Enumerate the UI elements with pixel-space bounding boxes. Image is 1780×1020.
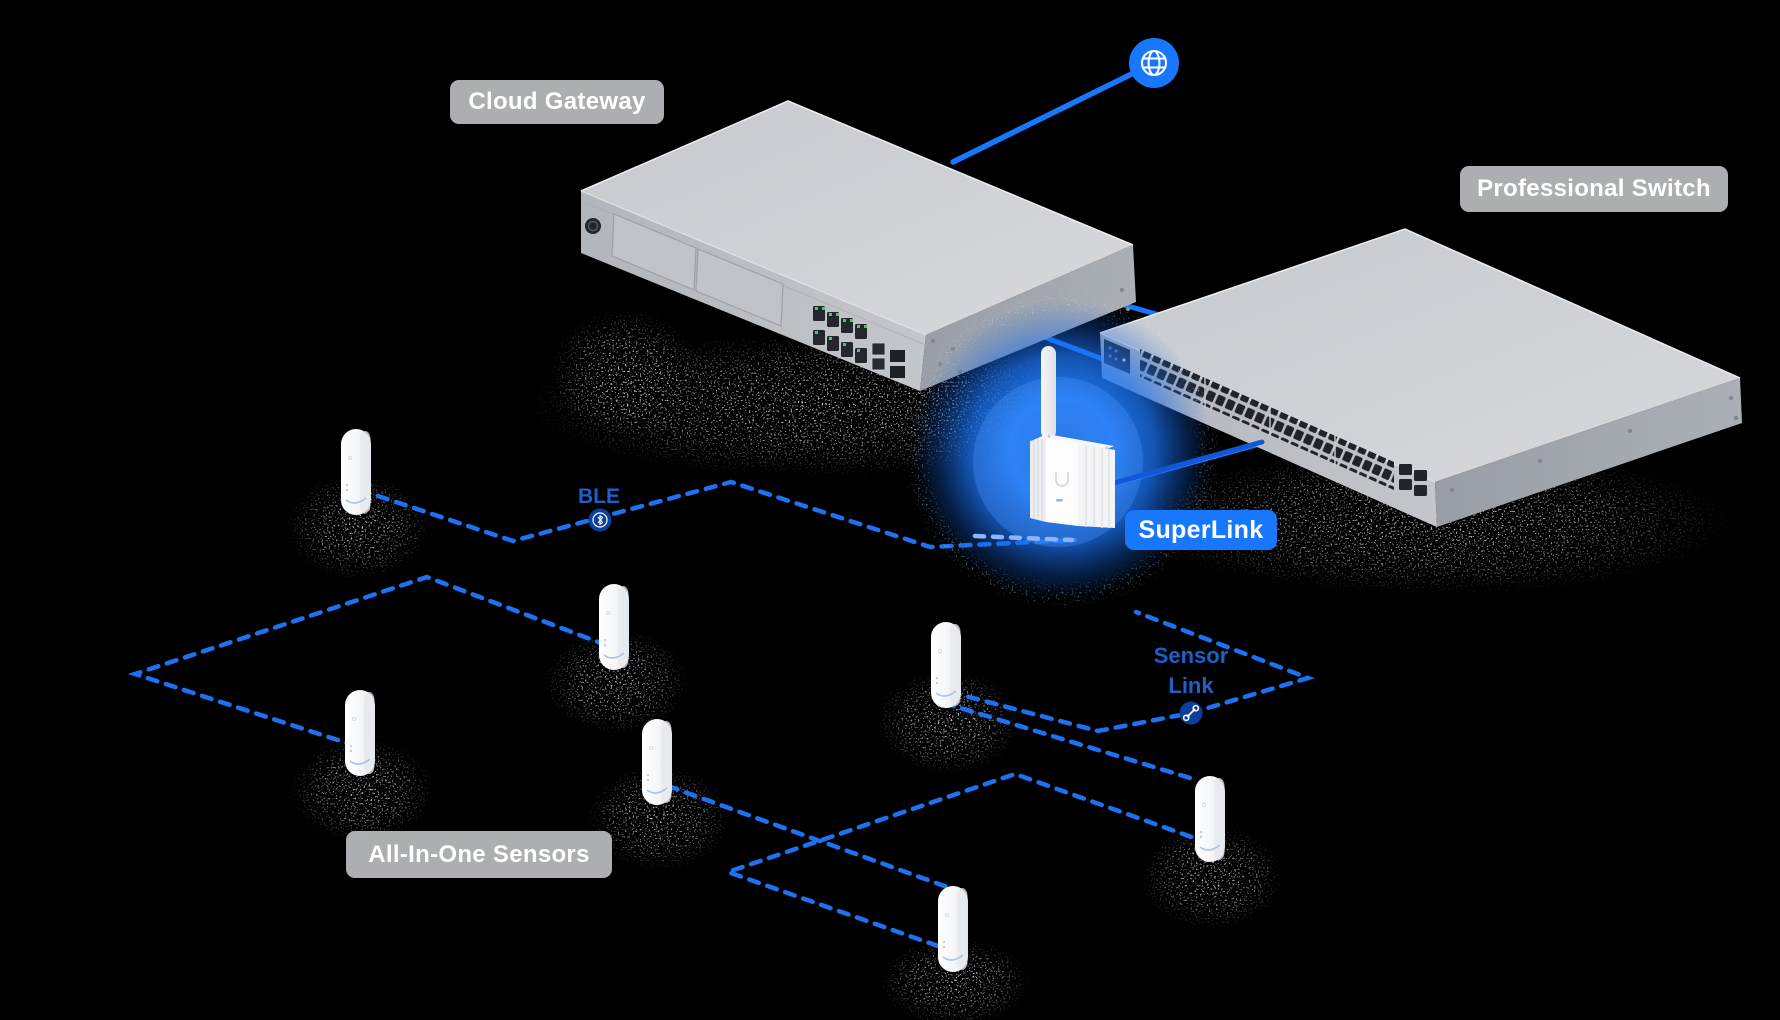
professional-switch-label-text: Professional Switch <box>1477 175 1711 202</box>
sensor-device-2 <box>598 583 630 671</box>
cloud-gateway-label-text: Cloud Gateway <box>468 88 646 115</box>
superlink-label-text: SuperLink <box>1138 515 1264 544</box>
superlink-label: SuperLink <box>1125 510 1277 550</box>
link-icon <box>1179 701 1203 725</box>
dashed-link-sensor3-sensor2 <box>127 574 609 749</box>
sensor-link-label-line1: Sensor <box>1153 643 1229 668</box>
cloud-gateway-label: Cloud Gateway <box>450 80 664 124</box>
ubiquiti-logo-icon <box>1055 472 1069 487</box>
superlink-antenna <box>1041 346 1056 439</box>
sensor-device-3 <box>344 689 376 777</box>
sensor-device-4 <box>641 718 673 806</box>
all-in-one-sensors-label-text: All-In-One Sensors <box>368 840 590 868</box>
sensor-device-5 <box>930 621 962 709</box>
globe-icon <box>1129 38 1179 88</box>
shadow-speckles <box>286 310 1730 1020</box>
dashed-link-sensor5-sensor6 <box>941 700 1193 781</box>
glow-dashes <box>972 533 1075 543</box>
ble-label-text: BLE <box>578 485 620 508</box>
sensor-device-1 <box>340 428 372 516</box>
ble-label: BLE <box>549 482 649 511</box>
sensor-device-7 <box>937 885 969 973</box>
dashed-link-sensor4-sensor7 <box>665 783 953 891</box>
sensor-link-label: Sensor Link <box>1120 641 1262 701</box>
sensor-link-label-line2: Link <box>1168 673 1214 698</box>
professional-switch-label: Professional Switch <box>1460 166 1728 212</box>
bluetooth-icon <box>588 508 612 532</box>
solid-link-overlay <box>1097 439 1265 490</box>
all-in-one-sensors-label: All-In-One Sensors <box>346 831 612 878</box>
superlink-device <box>1030 346 1115 528</box>
sensor-device-6 <box>1194 775 1226 863</box>
solid-link-internet <box>950 64 1149 165</box>
